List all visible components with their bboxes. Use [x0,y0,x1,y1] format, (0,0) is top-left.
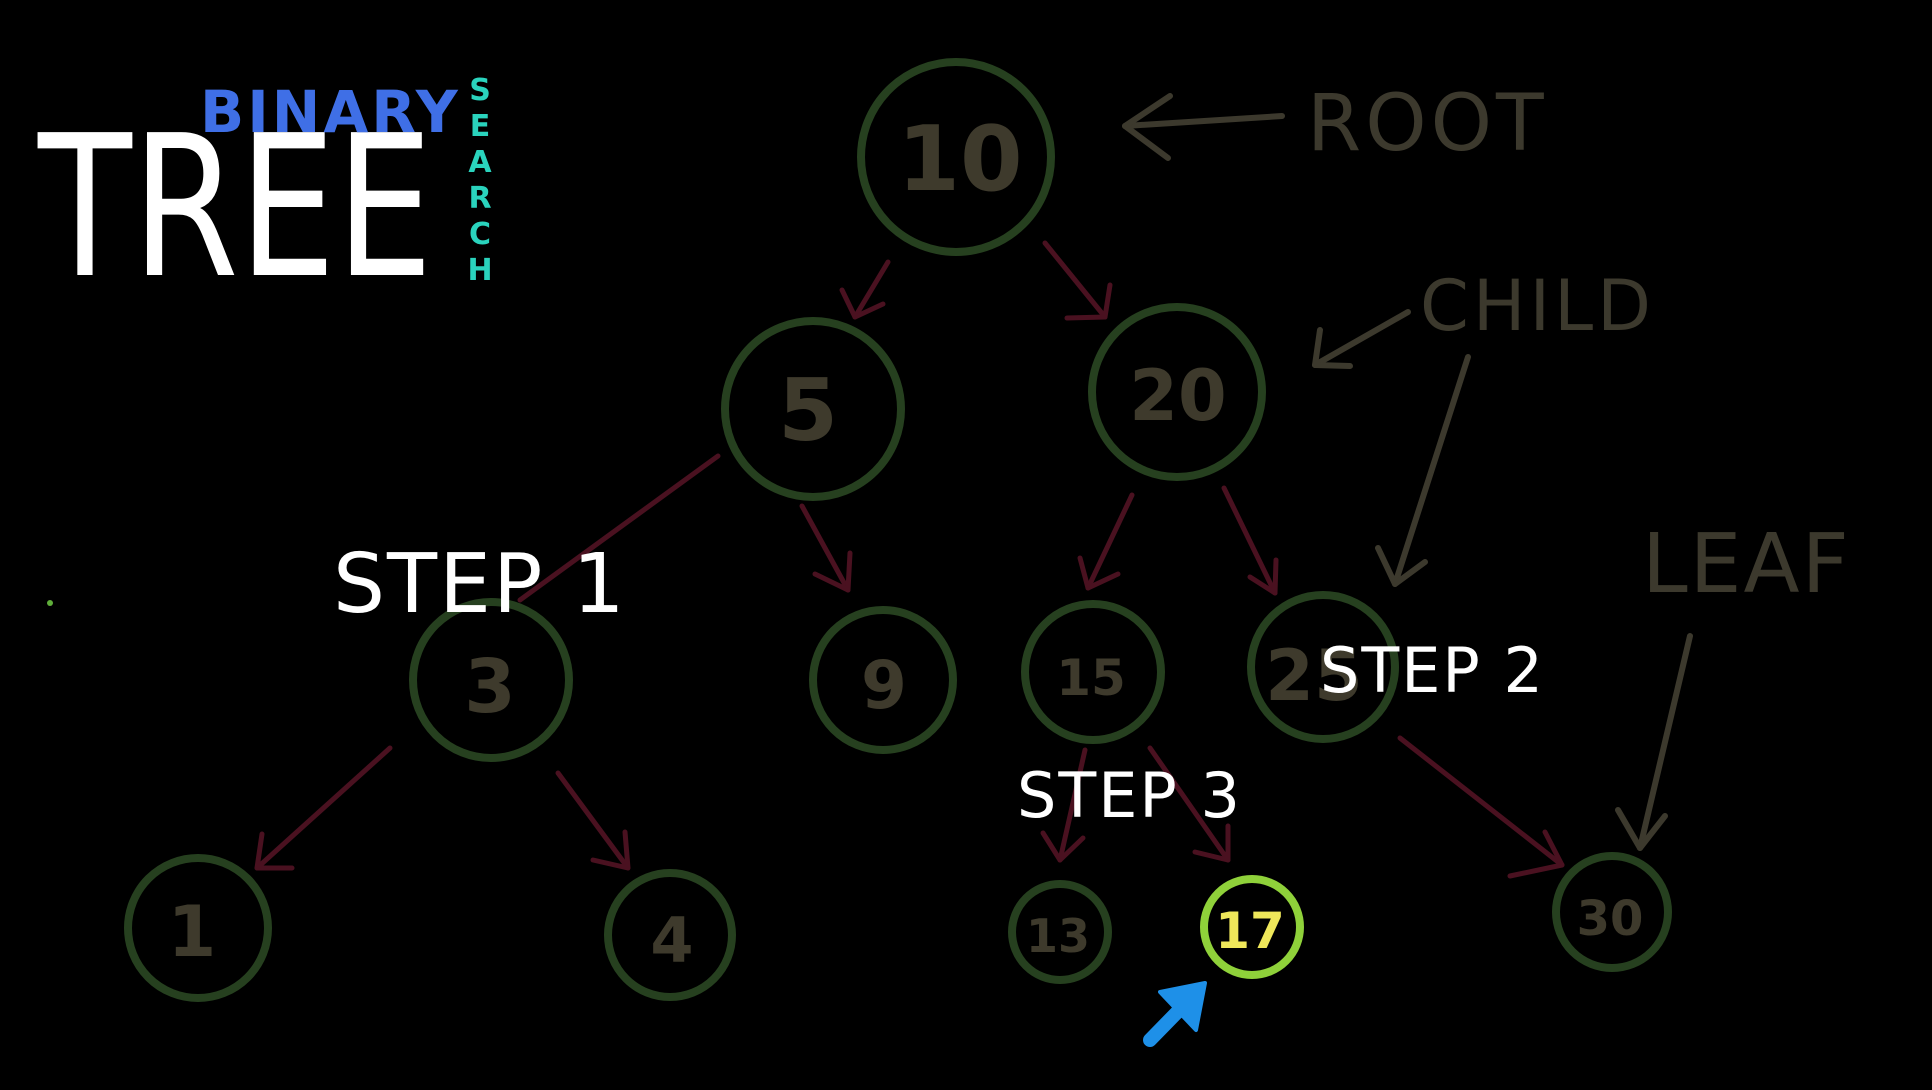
step-labels: STEP 1 STEP 2 STEP 3 [333,537,1545,832]
annotation-labels: ROOT CHILD LEAF [1307,79,1851,612]
stray-dot [47,600,53,606]
edge-15-to-13 [1040,747,1088,863]
child-arrow-to-25 [1375,354,1471,587]
node-30-label: 30 [1577,891,1644,947]
node-17-label: 17 [1215,902,1285,960]
edge-5-to-9 [799,503,853,593]
edge-3-to-1 [254,745,393,871]
node-3-label: 3 [464,644,516,730]
annotation-arrows [1122,93,1693,851]
root-label: ROOT [1307,79,1548,169]
step-1-label: STEP 1 [333,537,627,632]
edge-20-to-25 [1221,485,1279,596]
edge-3-to-4 [555,770,631,871]
title-block: TREE BINARY S E A R C H [37,73,492,322]
node-4-circle [604,869,736,1001]
child-arrow-to-20 [1312,309,1411,369]
leaf-arrow [1615,633,1693,851]
title-tree: TREE [37,94,433,322]
node-1-circle [124,854,272,1002]
pointer-arrow-icon [1143,981,1207,1047]
node-15-circle [1021,600,1165,744]
node-25-circle [1247,591,1399,743]
search-letter-s: S [469,73,491,108]
node-13-circle [1008,880,1112,984]
edge-25-to-30 [1397,735,1565,879]
step-3-label: STEP 3 [1017,759,1242,832]
search-letter-r: R [468,181,491,216]
child-label: CHILD [1420,265,1655,347]
node-20-circle [1088,303,1266,481]
edge-10-to-5 [839,259,891,320]
node-10-label: 10 [897,107,1022,212]
node-3-circle [409,598,573,762]
leaf-label: LEAF [1642,517,1851,612]
node-5-label: 5 [778,361,838,461]
node-10-circle [857,58,1055,256]
node-20-label: 20 [1129,355,1226,437]
node-5-circle [721,317,905,501]
tree-nodes [124,58,1672,1002]
node-13-label: 13 [1026,909,1090,963]
node-15-label: 15 [1056,649,1126,707]
node-4-label: 4 [650,904,693,977]
node-9-label: 9 [861,647,907,724]
edge-15-to-17 [1147,745,1231,863]
node-1-label: 1 [168,891,217,973]
title-search-vertical: S E A R C H [467,73,492,288]
edge-10-to-20 [1042,240,1113,321]
edge-20-to-15 [1077,492,1135,591]
tree-edges [254,240,1565,879]
search-letter-e: E [470,109,491,144]
search-letter-c: C [469,217,491,252]
search-letter-h: H [467,253,492,288]
title-binary: BINARY [200,78,461,146]
node-9-circle [809,606,957,754]
node-30-circle [1552,852,1672,972]
node-labels: 10 5 20 3 9 15 25 1 4 13 30 [168,107,1644,977]
root-arrow [1122,93,1285,161]
node-25-label: 25 [1265,635,1362,717]
node-17-highlight-ring [1200,875,1304,979]
edge-5-to-3 [517,453,721,603]
step-2-label: STEP 2 [1320,634,1545,707]
search-letter-a: A [468,145,492,180]
